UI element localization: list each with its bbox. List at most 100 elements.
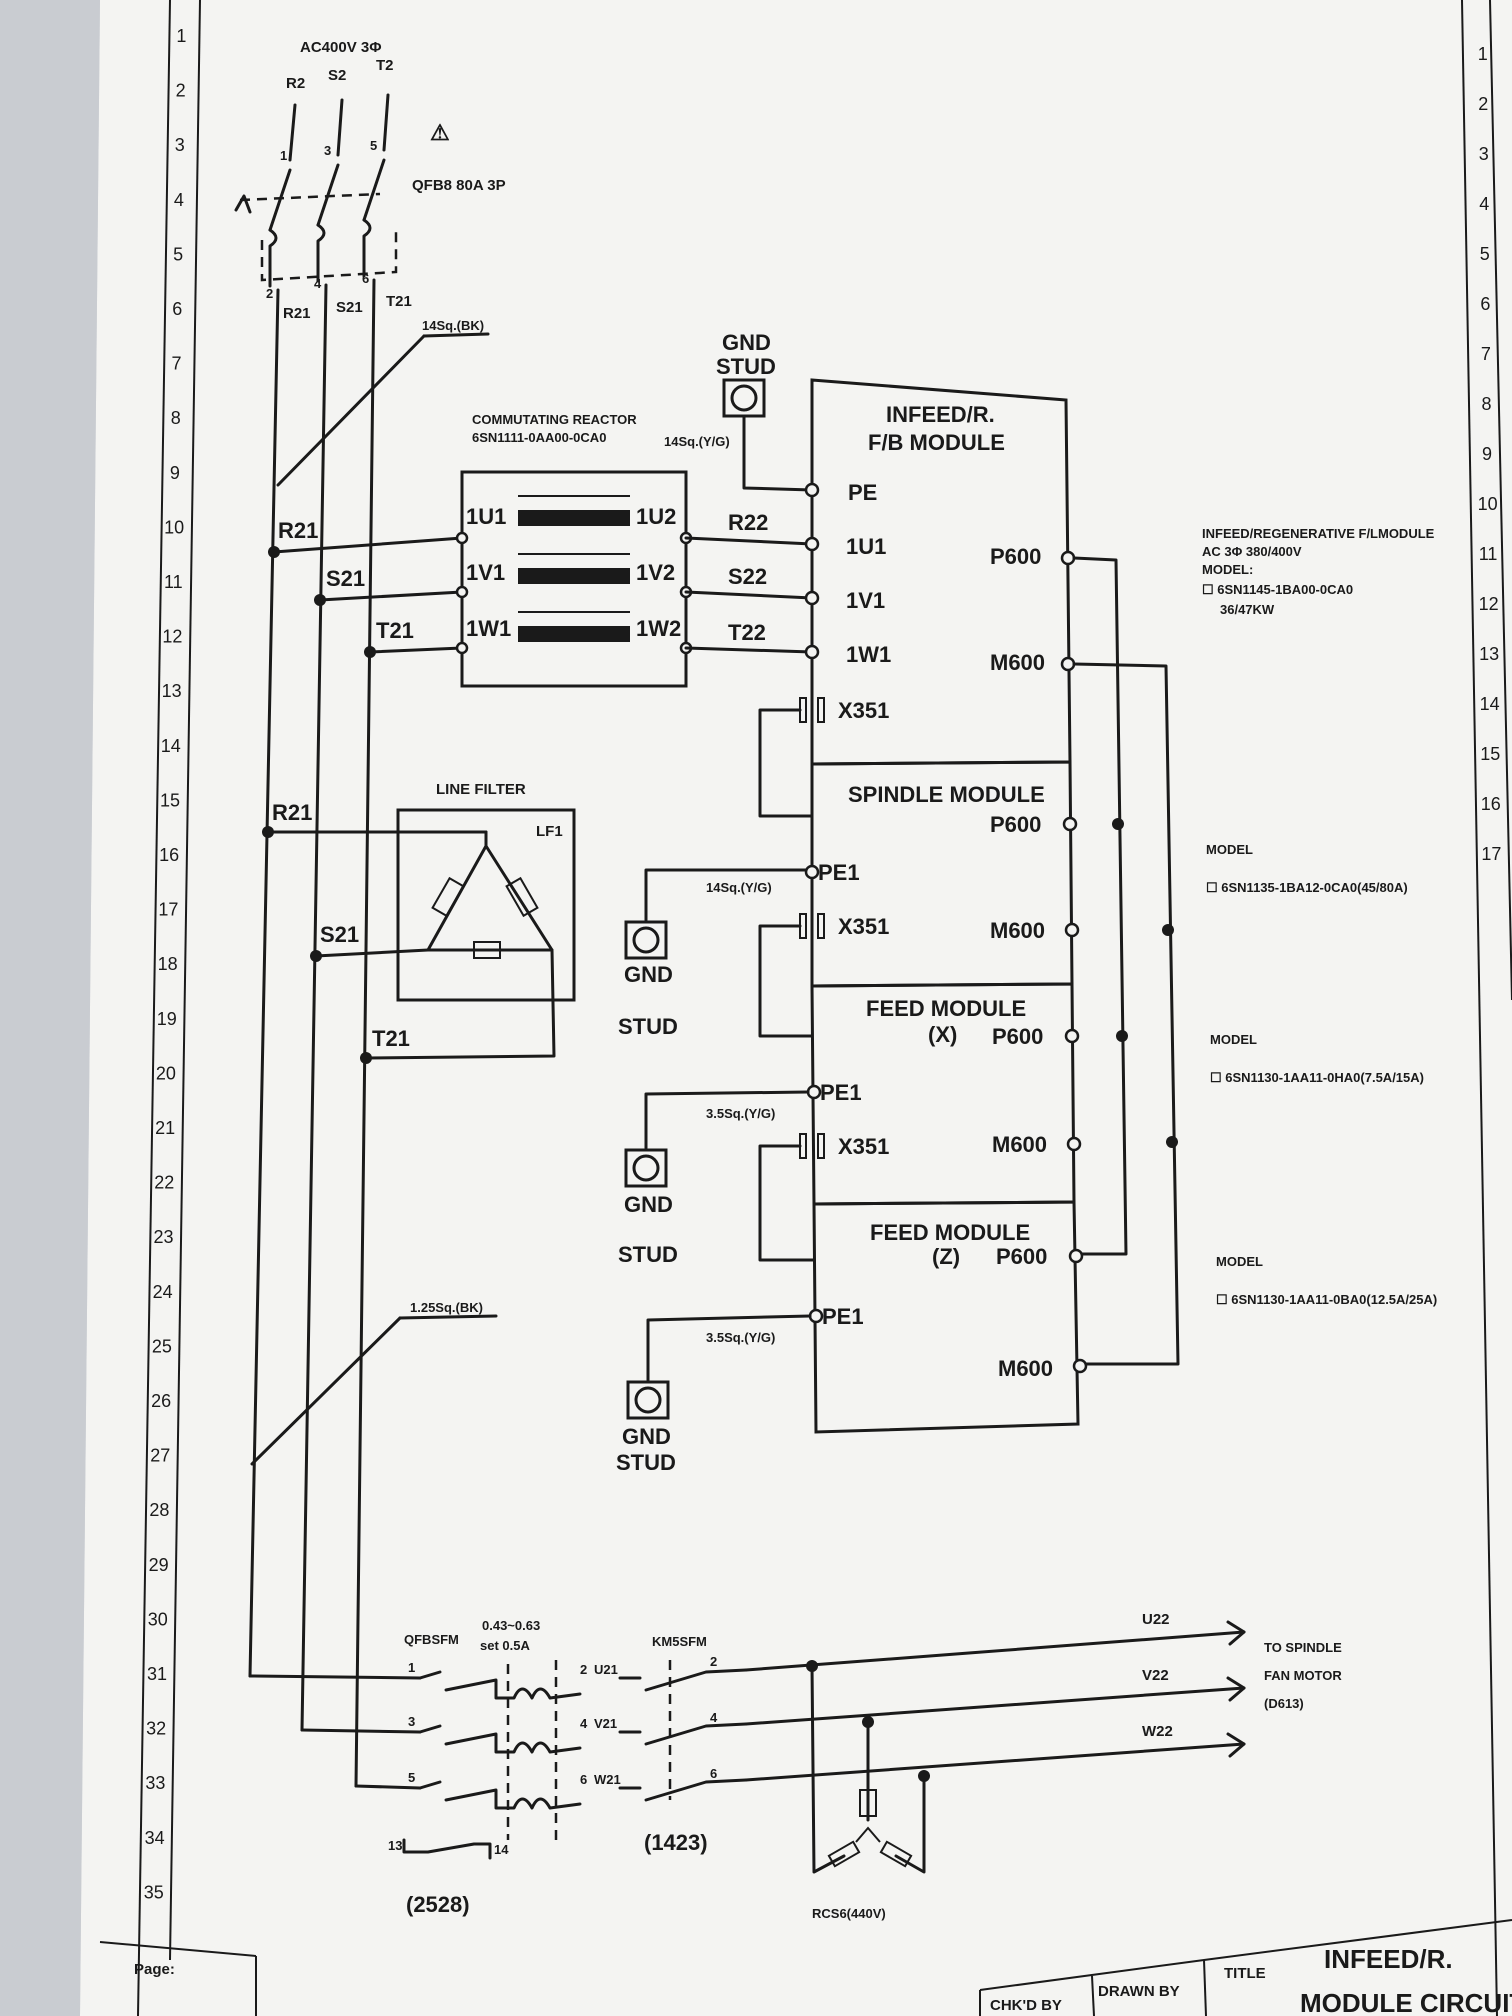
- infeed-note-1: INFEED/REGENERATIVE F/LMODULE: [1202, 526, 1435, 541]
- right-row-number: 2: [1478, 94, 1488, 114]
- row-number: 14: [161, 736, 181, 756]
- module-model-label: MODEL: [1206, 842, 1253, 857]
- module-pe1: PE1: [818, 860, 860, 885]
- row-number: 8: [171, 408, 181, 428]
- infeed-term-1w1: 1W1: [846, 642, 891, 667]
- phase-label-s2: S2: [328, 67, 346, 84]
- fan-breaker-setting: set 0.5A: [480, 1638, 530, 1653]
- infeed-note-2: AC 3Φ 380/400V: [1202, 544, 1302, 559]
- module-title: SPINDLE MODULE: [848, 782, 1045, 807]
- wire-s22: S22: [728, 564, 767, 589]
- contactor-pin-2: 2: [710, 1654, 717, 1669]
- right-row-number: 9: [1482, 444, 1492, 464]
- wire-r21: R21: [278, 518, 318, 543]
- row-number: 30: [148, 1609, 168, 1629]
- infeed-module: INFEED/R. F/B MODULE PE 1U1 1V1 1W1 P600…: [758, 378, 1435, 818]
- fan-in-pin-3: 3: [408, 1714, 415, 1729]
- row-number: 34: [145, 1828, 165, 1848]
- infeed-subtitle: F/B MODULE: [868, 430, 1005, 455]
- row-number: 24: [153, 1282, 173, 1302]
- fan-breaker-tag: QFBSFM: [404, 1632, 459, 1647]
- module-m600: M600: [990, 918, 1045, 943]
- aux-pin-14: 14: [494, 1842, 509, 1857]
- module-p600: P600: [996, 1244, 1047, 1269]
- row-number: 9: [170, 463, 180, 483]
- wire-t21: T21: [376, 618, 414, 643]
- right-row-number: 16: [1481, 794, 1501, 814]
- rc-suppressor-label: RCS6(440V): [812, 1906, 886, 1921]
- paper: [80, 0, 1512, 2016]
- module-gnd-label: GND: [624, 962, 673, 987]
- reactor-term-1u1: 1U1: [466, 504, 506, 529]
- warning-icon: ⚠: [430, 120, 450, 145]
- checked-by: CHK'D BY: [990, 1997, 1062, 2014]
- row-number: 25: [152, 1336, 172, 1356]
- wire-r22: R22: [728, 510, 768, 535]
- reactor-term-1w1: 1W1: [466, 616, 511, 641]
- gnd-cable-label: 14Sq.(Y/G): [664, 434, 730, 449]
- row-number: 1: [176, 26, 186, 46]
- commutating-reactor: COMMUTATING REACTOR 6SN1111-0AA00-0CA0 1…: [268, 412, 814, 688]
- phase-out-t21: T21: [386, 293, 412, 310]
- module-stud-label: STUD: [618, 1242, 678, 1267]
- module-gnd-label: GND: [622, 1424, 671, 1449]
- right-row-number: 17: [1481, 844, 1501, 864]
- row-number: 35: [144, 1882, 164, 1902]
- right-row-number: 12: [1479, 594, 1499, 614]
- module-model-label: MODEL: [1216, 1254, 1263, 1269]
- arrow-v22: V22: [1142, 1667, 1169, 1684]
- reactor-term-1v1: 1V1: [466, 560, 505, 585]
- row-number: 3: [175, 135, 185, 155]
- module-pe-cable: 3.5Sq.(Y/G): [706, 1330, 775, 1345]
- fan-destination-3: (D613): [1264, 1696, 1304, 1711]
- module-p600: P600: [992, 1024, 1043, 1049]
- row-number: 10: [164, 517, 184, 537]
- module-pe-cable: 3.5Sq.(Y/G): [706, 1106, 775, 1121]
- module-title: FEED MODULE: [866, 996, 1026, 1021]
- module-axis: (Z): [932, 1244, 960, 1269]
- module-pe1: PE1: [820, 1080, 862, 1105]
- feed-module-x: FEED MODULE (X) P600 M600 PE1 3.5Sq.(Y/G…: [618, 982, 1424, 1267]
- row-number: 6: [172, 299, 182, 319]
- filter-wire-t21: T21: [372, 1026, 410, 1051]
- reactor-term-1w2: 1W2: [636, 616, 681, 641]
- module-p600: P600: [990, 812, 1041, 837]
- row-number: 13: [162, 681, 182, 701]
- module-axis: (X): [928, 1022, 957, 1047]
- gnd-stud-top: GND STUD 14Sq.(Y/G): [664, 330, 814, 492]
- module-stud-label: STUD: [616, 1450, 676, 1475]
- main-bus: 14Sq.(BK) 1.25Sq.(BK): [248, 278, 498, 1788]
- dc-bus: [1072, 556, 1180, 1366]
- row-number: 31: [147, 1664, 167, 1684]
- fan-destination-1: TO SPINDLE: [1264, 1640, 1342, 1655]
- fan-contactor-tag: KM5SFM: [652, 1634, 707, 1649]
- right-row-number: 6: [1480, 294, 1490, 314]
- module-model: ☐ 6SN1135-1BA12-0CA0(45/80A): [1206, 880, 1408, 895]
- infeed-note-5: 36/47KW: [1220, 602, 1275, 617]
- right-row-number: 14: [1480, 694, 1500, 714]
- infeed-note-3: MODEL:: [1202, 562, 1253, 577]
- contactor-ref: (1423): [644, 1830, 708, 1855]
- row-number: 23: [153, 1227, 173, 1247]
- module-pe-cable: 14Sq.(Y/G): [706, 880, 772, 895]
- supply-voltage: AC400V 3Φ: [300, 39, 382, 56]
- fan-out-pin-2: 2: [580, 1662, 587, 1677]
- right-row-number: 15: [1480, 744, 1500, 764]
- right-row-number: 10: [1478, 494, 1498, 514]
- right-row-number: 11: [1479, 544, 1498, 564]
- contactor-pin-6: 6: [710, 1766, 717, 1781]
- reactor-title: COMMUTATING REACTOR: [472, 412, 637, 427]
- row-number: 26: [151, 1391, 171, 1411]
- arrow-u22: U22: [1142, 1611, 1170, 1628]
- fan-out-pin-4: 4: [580, 1716, 588, 1731]
- fan-in-pin-1: 1: [408, 1660, 415, 1675]
- pin-2: 2: [266, 286, 273, 301]
- title-label: TITLE: [1224, 1965, 1266, 1982]
- reactor-term-1u2: 1U2: [636, 504, 676, 529]
- row-number: 16: [159, 845, 179, 865]
- row-number: 33: [145, 1773, 165, 1793]
- row-number: 7: [171, 354, 181, 374]
- cable-top-label: 14Sq.(BK): [422, 318, 484, 333]
